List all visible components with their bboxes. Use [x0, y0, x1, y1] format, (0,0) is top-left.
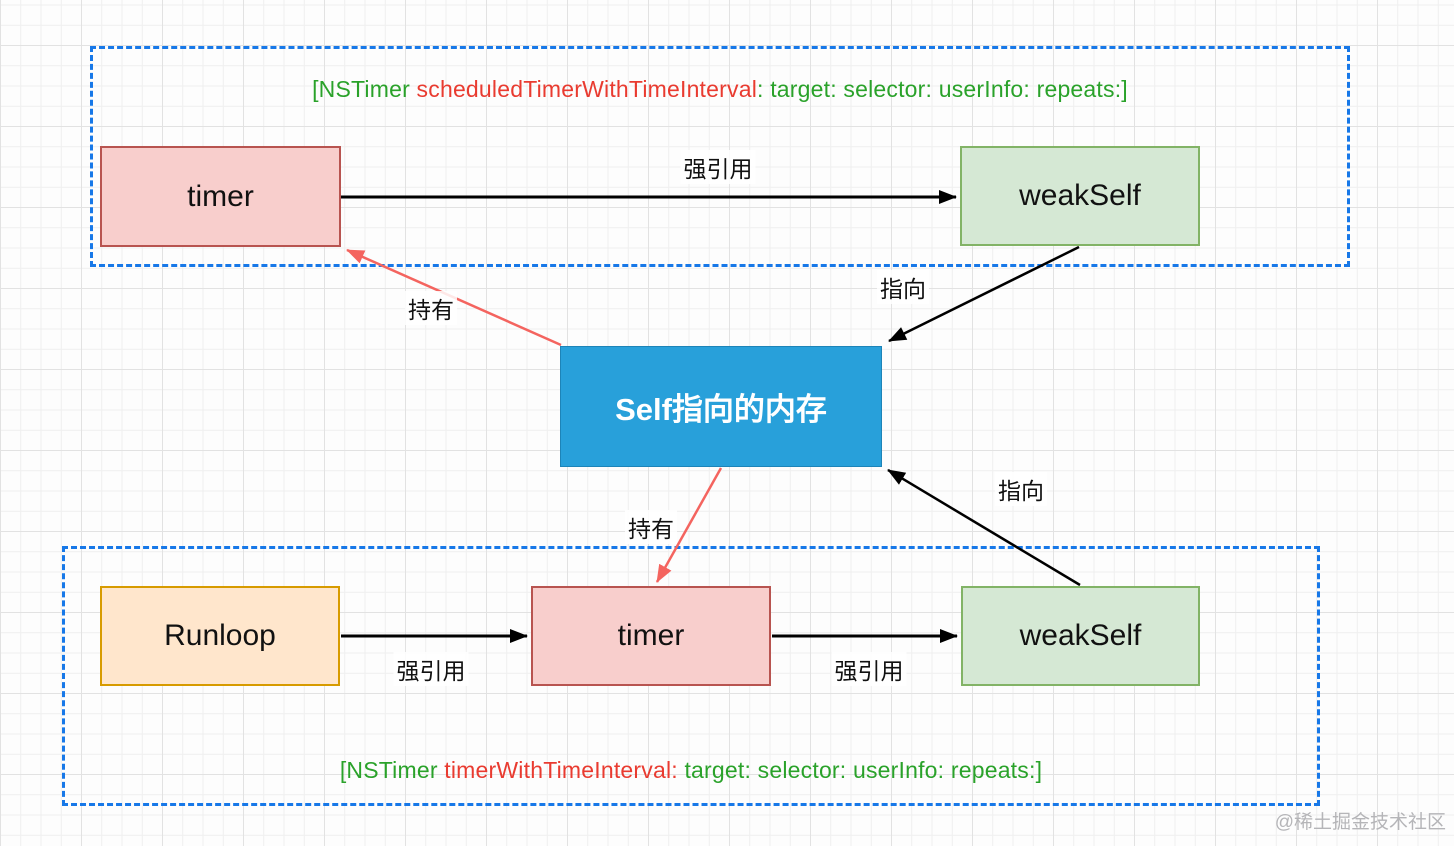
strong-ref-label-runloop: 强引用 [393, 652, 469, 686]
runloop-node: Runloop [100, 586, 340, 686]
strong-ref-label-top: 强引用 [680, 150, 756, 184]
timer-method-signature: [NSTimer timerWithTimeInterval: target: … [62, 757, 1320, 784]
watermark-text: @稀土掘金技术社区 [1274, 812, 1446, 833]
self-memory-node: Self指向的内存 [560, 346, 882, 467]
strong-ref-label-bottom: 强引用 [831, 652, 907, 686]
weakself-node-bottom: weakSelf [961, 586, 1200, 686]
signature-method-name: timerWithTimeInterval: [444, 757, 678, 783]
points-to-label-bottom: 指向 [995, 472, 1047, 506]
weakself-node-top: weakSelf [960, 146, 1200, 246]
holds-label-bottom: 持有 [625, 510, 677, 544]
holds-label-top: 持有 [405, 291, 457, 325]
signature-method-name: scheduledTimerWithTimeInterval [416, 76, 758, 102]
signature-prefix: [NSTimer [312, 76, 417, 102]
scheduled-timer-method-signature: [NSTimer scheduledTimerWithTimeInterval:… [90, 76, 1350, 103]
signature-prefix: [NSTimer [339, 757, 445, 783]
signature-suffix: : target: selector: userInfo: repeats:] [757, 76, 1128, 102]
timer-node-top: timer [100, 146, 341, 247]
points-to-label-top: 指向 [877, 270, 929, 304]
signature-suffix: target: selector: userInfo: repeats:] [677, 757, 1043, 783]
timer-node-bottom: timer [531, 586, 771, 686]
scheduled-timer-group-frame [90, 46, 1350, 267]
